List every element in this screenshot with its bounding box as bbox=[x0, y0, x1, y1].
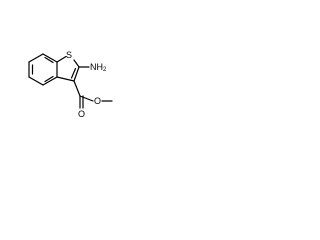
carbonyl-oxygen-label: O bbox=[78, 109, 85, 119]
thiophene-bond bbox=[73, 59, 80, 68]
thiophene-bond bbox=[56, 55, 67, 63]
molecular-structure: S NH2 O O bbox=[28, 50, 113, 119]
benzene-bond bbox=[42, 76, 58, 86]
amine-label: NH2 bbox=[90, 62, 107, 73]
ester-oxygen-bond bbox=[79, 95, 94, 102]
amine-subscript: 2 bbox=[103, 67, 107, 73]
benzene-double-bond bbox=[44, 75, 54, 83]
thiophene-double-bond bbox=[70, 67, 77, 79]
sulfur-label: S bbox=[66, 50, 72, 60]
ester-oxygen-label: O bbox=[94, 96, 101, 106]
benzene-bond bbox=[28, 76, 44, 86]
thiophene-bond bbox=[73, 66, 80, 82]
benzene-bond bbox=[28, 53, 44, 63]
ester-bond bbox=[73, 80, 81, 97]
benzene-bond bbox=[42, 53, 58, 63]
benzene-double-bond bbox=[44, 56, 54, 64]
thiophene-bond bbox=[56, 76, 75, 82]
amine-text: NH bbox=[90, 62, 103, 72]
